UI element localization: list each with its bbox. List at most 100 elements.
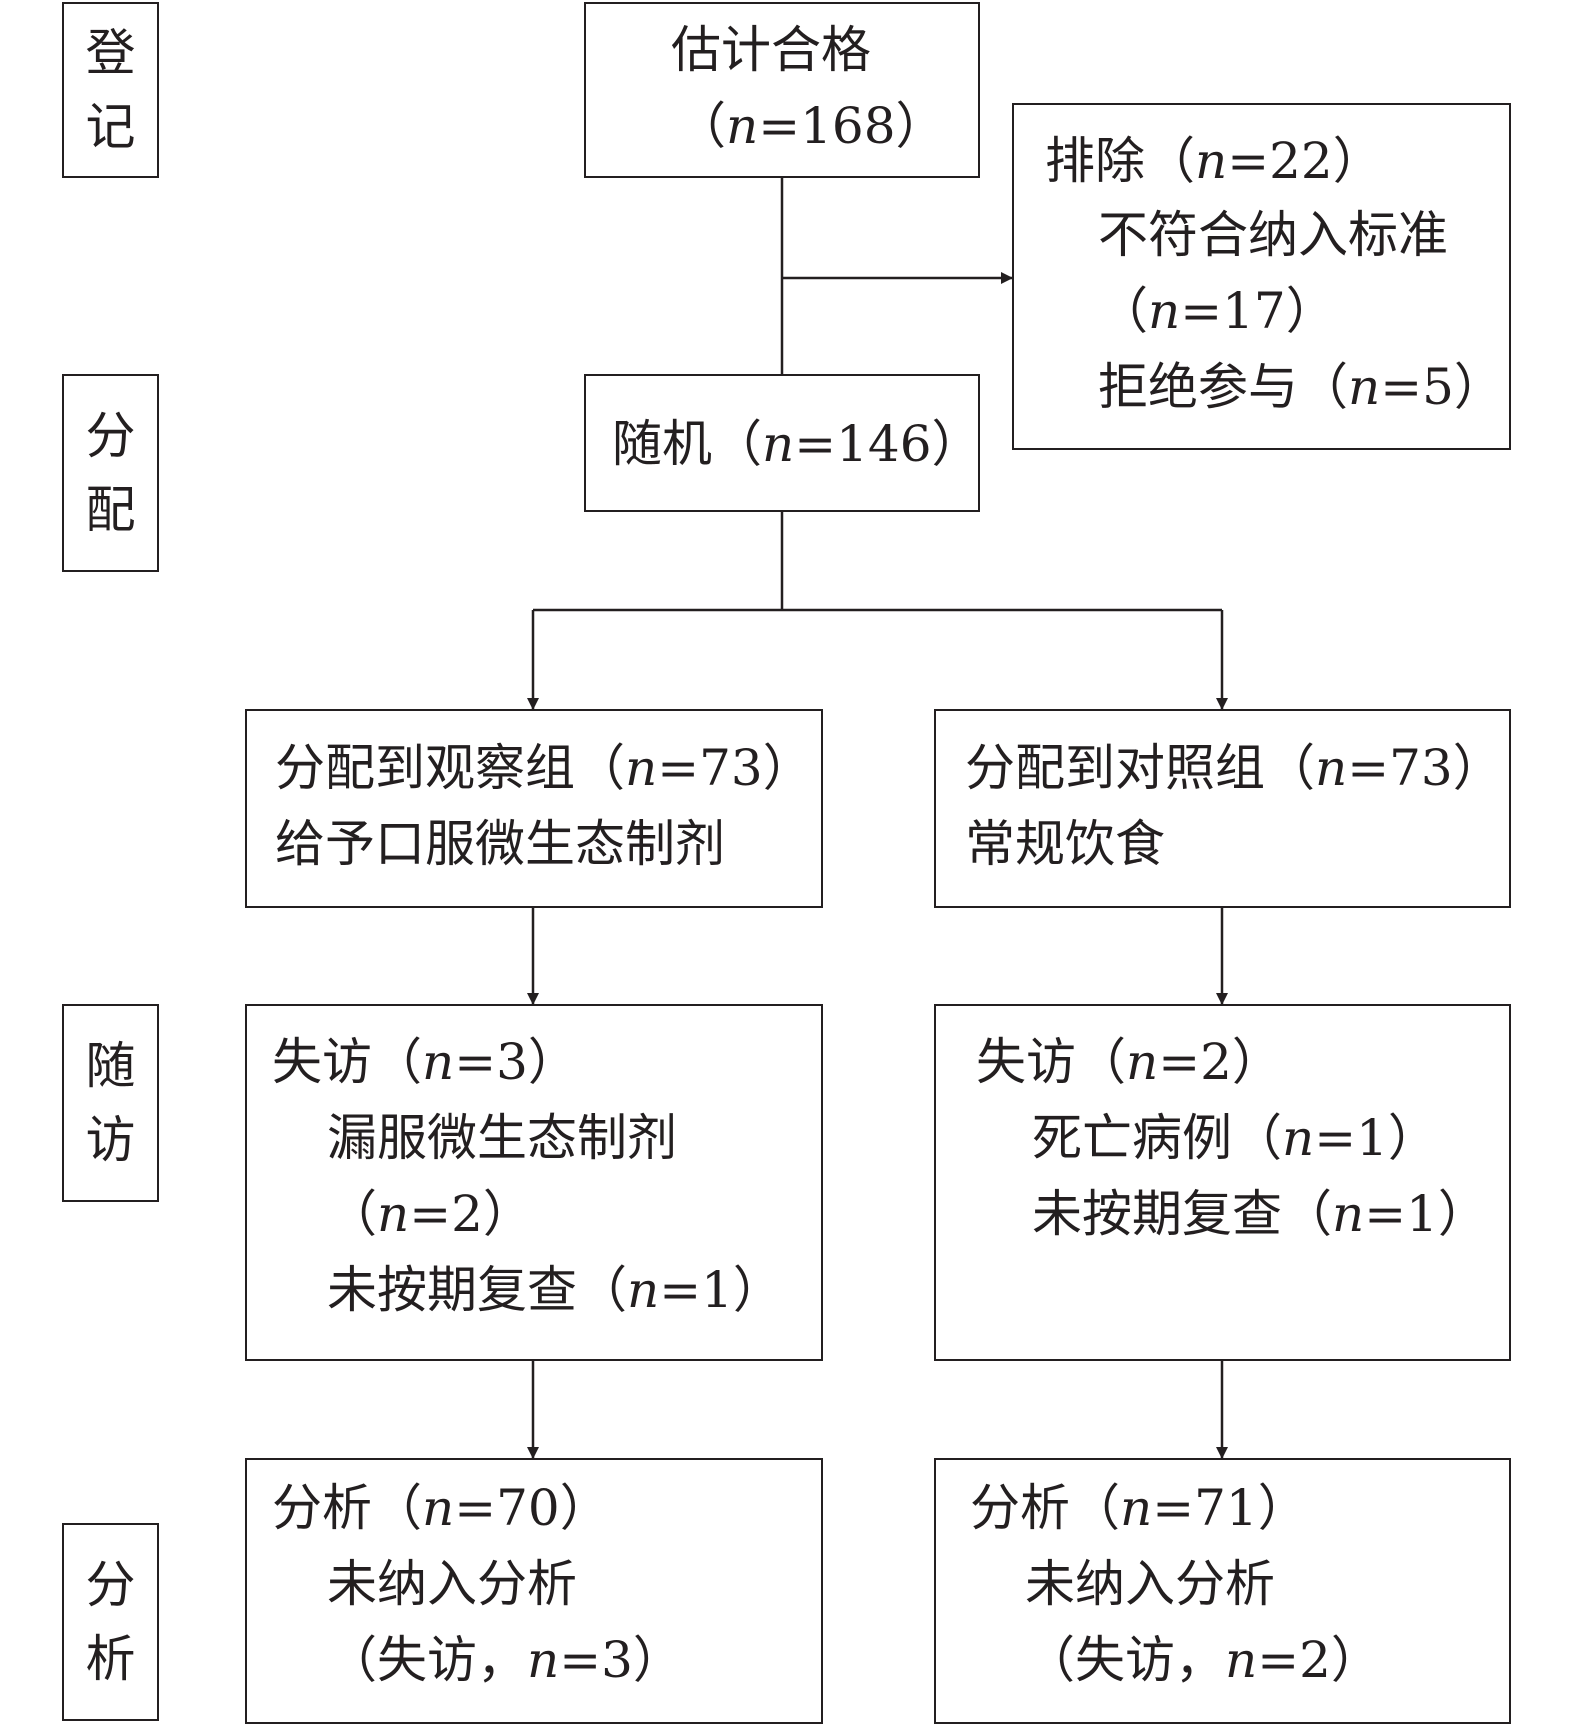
excluded-n-var: n bbox=[1195, 132, 1228, 190]
fu-obs-l4-n-var: n bbox=[627, 1261, 660, 1319]
eligible-n-var: n bbox=[726, 97, 759, 155]
fu-ctrl-line-3: 未按期复查（n=1） bbox=[1032, 1184, 1488, 1244]
an-ctrl-line-3: （失访，n=2） bbox=[1025, 1630, 1381, 1690]
alloc-obs-label: 分配到观察组（ bbox=[275, 739, 625, 797]
stage-enrollment: 登 记 bbox=[62, 2, 159, 178]
alloc-obs-eq: =73 bbox=[657, 739, 763, 797]
excluded-l4-label: 拒绝参与（ bbox=[1098, 358, 1348, 416]
excluded-l4-close: ） bbox=[1453, 358, 1504, 416]
an-obs-close: ） bbox=[559, 1479, 610, 1537]
excluded-label: 排除（ bbox=[1045, 132, 1195, 190]
stage-analysis-char-2: 析 bbox=[85, 1630, 136, 1688]
fu-obs-l4-eq: =1 bbox=[659, 1261, 733, 1319]
fu-obs-l3-close: ） bbox=[482, 1185, 533, 1243]
alloc-obs-line-1: 分配到观察组（n=73） bbox=[275, 738, 813, 798]
box-analysis-observation: 分析（n=70） 未纳入分析 （失访，n=3） bbox=[245, 1458, 823, 1724]
randomized-label: 随机（ bbox=[612, 415, 762, 473]
stage-allocation-char-1: 分 bbox=[85, 407, 136, 465]
fu-obs-l3-open: （ bbox=[327, 1185, 377, 1243]
alloc-ctrl-close: ） bbox=[1452, 739, 1503, 797]
randomized-close: ） bbox=[931, 415, 982, 473]
box-eligible: 估计合格 （n=168） bbox=[584, 2, 980, 178]
box-followup-observation: 失访（n=3） 漏服微生态制剂 （n=2） 未按期复查（n=1） bbox=[245, 1004, 823, 1361]
alloc-ctrl-n-var: n bbox=[1315, 739, 1348, 797]
fu-ctrl-l2-eq: =1 bbox=[1314, 1109, 1388, 1167]
an-ctrl-l3-eq: =2 bbox=[1257, 1631, 1331, 1689]
fu-ctrl-l3-label: 未按期复查（ bbox=[1032, 1185, 1332, 1243]
stage-follow-up-char-2: 访 bbox=[85, 1111, 136, 1169]
stage-analysis-char-1: 分 bbox=[85, 1556, 136, 1614]
an-obs-n-var: n bbox=[422, 1479, 455, 1537]
excluded-line-3: （n=17） bbox=[1098, 281, 1336, 341]
fu-ctrl-line-1: 失访（n=2） bbox=[976, 1032, 1282, 1092]
excluded-line-1: 排除（n=22） bbox=[1045, 131, 1383, 191]
alloc-ctrl-eq: =73 bbox=[1347, 739, 1453, 797]
fu-obs-line-3: （n=2） bbox=[327, 1184, 533, 1244]
an-obs-l3-close: ） bbox=[632, 1631, 683, 1689]
excluded-close: ） bbox=[1332, 132, 1383, 190]
randomized-n-var: n bbox=[762, 415, 795, 473]
fu-ctrl-l2-n-var: n bbox=[1282, 1109, 1315, 1167]
an-obs-eq: =70 bbox=[454, 1479, 560, 1537]
fu-ctrl-l2-label: 死亡病例（ bbox=[1032, 1109, 1282, 1167]
alloc-obs-line-2: 给予口服微生态制剂 bbox=[275, 815, 725, 873]
an-ctrl-l3-close: ） bbox=[1330, 1631, 1381, 1689]
an-obs-line-1: 分析（n=70） bbox=[272, 1478, 610, 1538]
stage-enrollment-char-2: 记 bbox=[85, 98, 136, 156]
box-analysis-control: 分析（n=71） 未纳入分析 （失访，n=2） bbox=[934, 1458, 1511, 1724]
fu-obs-line-1: 失访（n=3） bbox=[272, 1032, 578, 1092]
fu-ctrl-l2-close: ） bbox=[1387, 1109, 1438, 1167]
box-alloc-control: 分配到对照组（n=73） 常规饮食 bbox=[934, 709, 1511, 908]
alloc-ctrl-line-2: 常规饮食 bbox=[965, 815, 1165, 873]
an-ctrl-line-1: 分析（n=71） bbox=[970, 1478, 1308, 1538]
an-ctrl-label: 分析（ bbox=[970, 1479, 1120, 1537]
stage-enrollment-char-1: 登 bbox=[85, 24, 136, 82]
excluded-l3-close: ） bbox=[1285, 282, 1336, 340]
fu-obs-close: ） bbox=[527, 1033, 578, 1091]
eligible-count: （n=168） bbox=[676, 96, 946, 156]
fu-obs-l4-close: ） bbox=[732, 1261, 783, 1319]
randomized-line: 随机（n=146） bbox=[612, 414, 982, 474]
an-ctrl-l3-n-var: n bbox=[1225, 1631, 1258, 1689]
fu-ctrl-line-2: 死亡病例（n=1） bbox=[1032, 1108, 1438, 1168]
fu-obs-eq: =3 bbox=[454, 1033, 528, 1091]
excluded-eq: =22 bbox=[1227, 132, 1333, 190]
an-ctrl-n-var: n bbox=[1120, 1479, 1153, 1537]
excluded-line-4: 拒绝参与（n=5） bbox=[1098, 357, 1504, 417]
fu-ctrl-eq: =2 bbox=[1158, 1033, 1232, 1091]
an-ctrl-l3-label: （失访， bbox=[1025, 1631, 1225, 1689]
eligible-close-paren: ） bbox=[895, 97, 946, 155]
fu-obs-l3-eq: =2 bbox=[409, 1185, 483, 1243]
alloc-obs-n-var: n bbox=[625, 739, 658, 797]
fu-obs-n-var: n bbox=[422, 1033, 455, 1091]
alloc-obs-close: ） bbox=[762, 739, 813, 797]
fu-ctrl-l3-n-var: n bbox=[1332, 1185, 1365, 1243]
an-obs-line-3: （失访，n=3） bbox=[327, 1630, 683, 1690]
box-alloc-observation: 分配到观察组（n=73） 给予口服微生态制剂 bbox=[245, 709, 823, 908]
an-ctrl-eq: =71 bbox=[1152, 1479, 1258, 1537]
stage-follow-up: 随 访 bbox=[62, 1004, 159, 1202]
an-ctrl-line-2: 未纳入分析 bbox=[1025, 1555, 1275, 1613]
fu-obs-line-4: 未按期复查（n=1） bbox=[327, 1260, 783, 1320]
excluded-l3-open: （ bbox=[1098, 282, 1148, 340]
fu-obs-label: 失访（ bbox=[272, 1033, 422, 1091]
alloc-ctrl-label: 分配到对照组（ bbox=[965, 739, 1315, 797]
an-obs-l3-eq: =3 bbox=[559, 1631, 633, 1689]
fu-ctrl-label: 失访（ bbox=[976, 1033, 1126, 1091]
an-obs-line-2: 未纳入分析 bbox=[327, 1555, 577, 1613]
excluded-l4-eq: =5 bbox=[1380, 358, 1454, 416]
eligible-open-paren: （ bbox=[676, 97, 726, 155]
excluded-l3-eq: =17 bbox=[1180, 282, 1286, 340]
excluded-line-2: 不符合纳入标准 bbox=[1098, 206, 1448, 264]
stage-allocation: 分 配 bbox=[62, 374, 159, 572]
eligible-title: 估计合格 bbox=[671, 21, 871, 79]
fu-ctrl-close: ） bbox=[1231, 1033, 1282, 1091]
excluded-l3-n-var: n bbox=[1148, 282, 1181, 340]
alloc-ctrl-line-1: 分配到对照组（n=73） bbox=[965, 738, 1503, 798]
an-ctrl-close: ） bbox=[1257, 1479, 1308, 1537]
box-randomized: 随机（n=146） bbox=[584, 374, 982, 512]
fu-obs-line-2: 漏服微生态制剂 bbox=[327, 1109, 677, 1167]
an-obs-label: 分析（ bbox=[272, 1479, 422, 1537]
randomized-eq: =146 bbox=[794, 415, 932, 473]
